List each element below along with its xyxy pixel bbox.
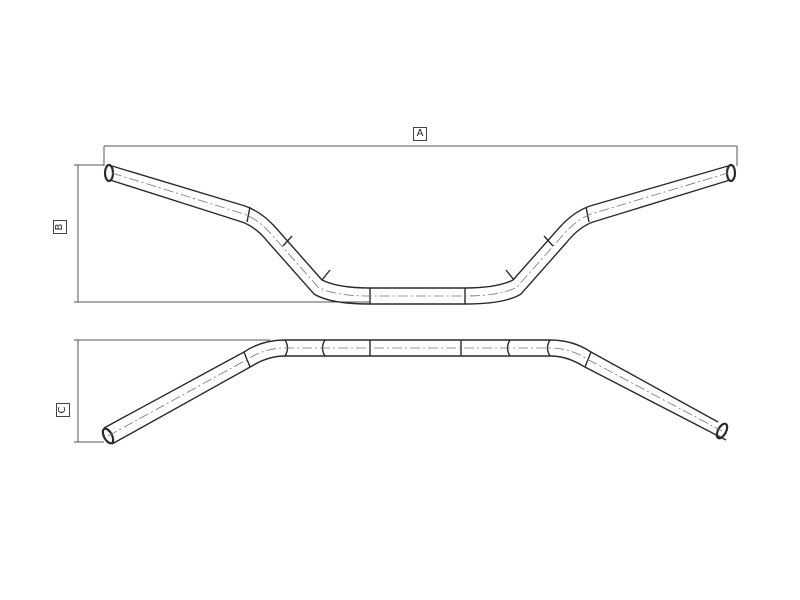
front-view-bar — [103, 163, 737, 305]
dimension-a — [103, 145, 738, 166]
dimension-c — [74, 339, 270, 443]
front-view-centerline — [111, 172, 729, 297]
top-view-bar — [101, 339, 729, 445]
dimension-label-c: C — [56, 403, 70, 417]
dimension-label-b: B — [53, 220, 67, 234]
dimension-label-a: A — [413, 127, 427, 141]
dimension-b — [74, 164, 370, 303]
top-view-centerline — [107, 347, 723, 437]
